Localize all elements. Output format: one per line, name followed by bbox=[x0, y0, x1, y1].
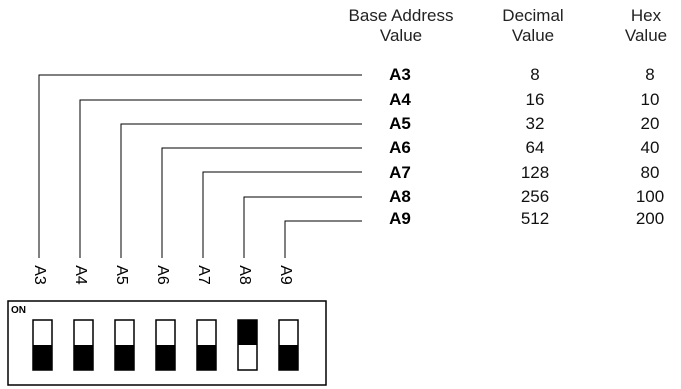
header-decimal: Decimal Value bbox=[488, 6, 578, 46]
switch-a7-knob[interactable] bbox=[197, 345, 216, 370]
header-hex-line2: Value bbox=[624, 26, 668, 45]
row-a5-hex: 20 bbox=[640, 114, 660, 133]
on-label: ON bbox=[11, 306, 26, 316]
header-hex: Hex Value bbox=[611, 6, 681, 46]
leader-line-a3 bbox=[38, 74, 362, 258]
switch-a6-knob[interactable] bbox=[156, 345, 175, 370]
header-base-address-line2: Value bbox=[379, 26, 423, 45]
row-a4-decimal: 16 bbox=[525, 90, 545, 109]
row-a9-decimal: 512 bbox=[520, 209, 550, 228]
row-a7-decimal: 128 bbox=[520, 163, 550, 182]
row-a6-decimal: 64 bbox=[525, 138, 545, 157]
header-decimal-line1: Decimal bbox=[502, 6, 564, 25]
row-a5-decimal: 32 bbox=[525, 114, 545, 133]
header-base-address: Base Address Value bbox=[326, 6, 476, 46]
row-a7-hex: 80 bbox=[640, 163, 660, 182]
row-a6-bit: A6 bbox=[389, 138, 411, 157]
row-a6-hex: 40 bbox=[640, 138, 660, 157]
header-hex-line1: Hex bbox=[630, 6, 662, 25]
row-a9-hex: 200 bbox=[635, 209, 665, 228]
leader-line-a8 bbox=[243, 196, 362, 258]
switch-a8-knob[interactable] bbox=[238, 320, 257, 345]
leader-line-a6 bbox=[161, 147, 362, 258]
row-a4-hex: 10 bbox=[640, 90, 660, 109]
header-base-address-line1: Base Address bbox=[348, 6, 454, 25]
row-a3-decimal: 8 bbox=[530, 65, 540, 84]
row-a3-bit: A3 bbox=[389, 65, 411, 84]
row-a8-hex: 100 bbox=[635, 187, 665, 206]
leader-line-a9 bbox=[284, 220, 362, 258]
switch-a4-knob[interactable] bbox=[74, 345, 93, 370]
leader-line-a4 bbox=[79, 99, 362, 258]
switch-a3-knob[interactable] bbox=[33, 345, 52, 370]
on-label-text: ON bbox=[11, 305, 26, 316]
row-a8-decimal: 256 bbox=[520, 187, 550, 206]
row-a8-bit: A8 bbox=[389, 187, 411, 206]
switch-a9-knob[interactable] bbox=[279, 345, 298, 370]
switch-a5-knob[interactable] bbox=[115, 345, 134, 370]
row-a5-bit: A5 bbox=[389, 114, 411, 133]
leader-line-a7 bbox=[202, 171, 362, 258]
row-a3-hex: 8 bbox=[645, 65, 655, 84]
leader-line-a5 bbox=[120, 123, 362, 258]
row-a4-bit: A4 bbox=[389, 90, 411, 109]
row-a7-bit: A7 bbox=[389, 163, 411, 182]
row-a9-bit: A9 bbox=[389, 209, 411, 228]
header-decimal-line2: Value bbox=[511, 26, 555, 45]
